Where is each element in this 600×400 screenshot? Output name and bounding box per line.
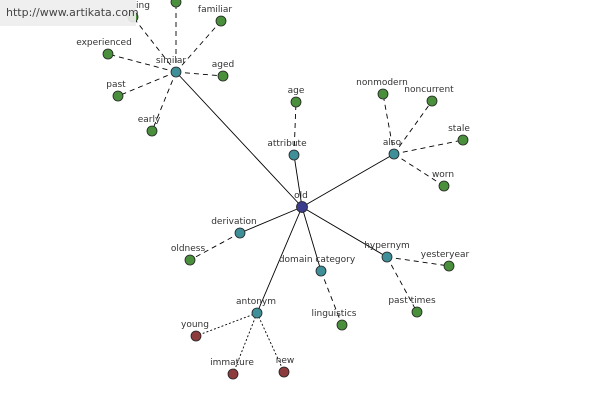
term-label: oldness — [171, 244, 206, 254]
term-node-past-times[interactable] — [411, 306, 423, 318]
term-label: new — [276, 356, 295, 366]
term-node-stale[interactable] — [457, 134, 469, 146]
term-node-new[interactable] — [278, 366, 290, 378]
edge-old-antonym — [256, 206, 303, 314]
edge-also-term — [393, 100, 433, 155]
edge-similar-term — [132, 16, 177, 73]
edge-antonym-term — [256, 312, 285, 373]
edge-old-attribute — [293, 154, 303, 208]
edge-old-similar — [175, 71, 303, 208]
term-node-experienced[interactable] — [102, 48, 114, 60]
relation-node-antonym[interactable] — [251, 307, 263, 319]
edge-hypernym-term — [386, 256, 418, 313]
term-label: early — [138, 115, 161, 125]
term-label: linguistics — [312, 309, 357, 319]
edge-domain-category-term — [320, 270, 343, 326]
term-label: nonmodern — [356, 78, 408, 88]
edge-hypernym-term — [386, 256, 450, 267]
term-label: stale — [448, 124, 470, 134]
relation-node-derivation[interactable] — [234, 227, 246, 239]
relation-node-similar[interactable] — [170, 66, 182, 78]
term-node-familiar[interactable] — [215, 15, 227, 27]
edge-old-domain-category — [301, 206, 322, 272]
term-label: past times — [388, 296, 436, 306]
term-node-nonmodern[interactable] — [377, 88, 389, 100]
edge-old-also — [301, 153, 395, 208]
site-url-watermark: http://www.artikata.com — [0, 0, 139, 26]
term-node-age[interactable] — [290, 96, 302, 108]
term-label: noncurrent — [404, 85, 454, 95]
edge-old-hypernym — [301, 206, 388, 258]
relation-label: similar — [156, 56, 186, 66]
term-node-yesteryear[interactable] — [443, 260, 455, 272]
term-node-immature[interactable] — [227, 368, 239, 380]
relation-label: domain category — [279, 255, 356, 265]
term-label: ing — [136, 1, 150, 11]
term-node-worn[interactable] — [438, 180, 450, 192]
relation-node-domain-category[interactable] — [315, 265, 327, 277]
relation-label: derivation — [211, 217, 257, 227]
term-label: yesteryear — [421, 250, 470, 260]
term-label: immature — [210, 358, 254, 368]
term-label: experienced — [76, 38, 132, 48]
term-label: past — [106, 80, 126, 90]
edge-similar-term — [175, 20, 222, 73]
term-node-linguistics[interactable] — [336, 319, 348, 331]
edge-derivation-term — [189, 232, 241, 261]
term-node-early[interactable] — [146, 125, 158, 137]
relation-node-hypernym[interactable] — [381, 251, 393, 263]
edge-also-term — [393, 153, 445, 187]
edge-also-term — [382, 93, 395, 155]
relation-label: attribute — [267, 139, 307, 149]
term-node-young[interactable] — [190, 330, 202, 342]
edge-antonym-term — [232, 312, 258, 375]
term-node-noncurrent[interactable] — [426, 95, 438, 107]
relation-label: hypernym — [364, 241, 410, 251]
relation-node-also[interactable] — [388, 148, 400, 160]
relation-label: also — [383, 138, 402, 148]
term-node-similar-extra[interactable] — [170, 0, 182, 8]
edge-also-term — [393, 139, 464, 155]
edge-similar-term — [107, 53, 177, 73]
term-label: age — [288, 86, 305, 96]
term-label: worn — [432, 170, 454, 180]
edge-similar-term — [151, 71, 177, 132]
edge-old-derivation — [239, 206, 303, 234]
term-node-past[interactable] — [112, 90, 124, 102]
edge-antonym-term — [195, 312, 258, 337]
term-node-oldness[interactable] — [184, 254, 196, 266]
root-node-old[interactable] — [296, 201, 308, 213]
relation-label: antonym — [236, 297, 276, 307]
edge-similar-term — [117, 71, 177, 97]
edge-similar-term — [175, 71, 224, 77]
relation-node-attribute[interactable] — [288, 149, 300, 161]
term-node-aged[interactable] — [217, 70, 229, 82]
term-label: aged — [212, 60, 234, 70]
root-label: old — [294, 191, 308, 201]
term-label: familiar — [198, 5, 232, 15]
term-label: young — [181, 320, 209, 330]
